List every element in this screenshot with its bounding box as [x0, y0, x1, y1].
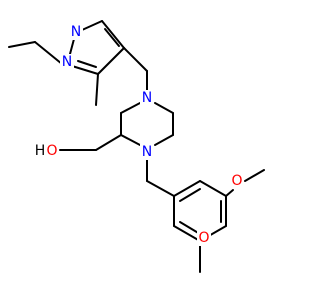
methoxy-o-lower-atom: O	[197, 230, 211, 246]
bond-pyrazole-n2-c3	[81, 20, 103, 31]
pyrazole-n1-atom: N	[60, 54, 74, 70]
bond-pyrazole-c3-c4	[101, 20, 125, 49]
bond-methyl-c5	[95, 73, 99, 106]
methoxy-o-upper-label: O	[231, 173, 242, 189]
pyrazole-n2-label: N	[71, 24, 81, 40]
chemical-structure-diagram: N N N N H O O O	[8, 20, 265, 273]
bond-piperazine-c6-n1	[154, 134, 174, 146]
bond-piperazine-n4-c5	[154, 102, 174, 114]
bond-piperazine-c3-n4	[120, 102, 141, 114]
methoxy-o-lower-label: O	[198, 230, 209, 246]
bond-c2-ch2	[95, 134, 122, 151]
bond-piperazine-n1-c2	[120, 134, 141, 146]
piperazine-n1-label: N	[142, 144, 152, 160]
methoxy-o-upper-atom: O	[230, 173, 244, 189]
bond-benzene-a2-a3	[199, 180, 227, 197]
pyrazole-n2-atom: N	[69, 24, 83, 40]
bond-benzene-a1-a2	[173, 180, 201, 197]
bond-pyrazole-n1-n2	[69, 38, 75, 55]
bond-ethyl-ch2-ch3	[8, 41, 36, 48]
pyrazole-n1-label: N	[62, 54, 72, 70]
bond-benzene-a5-a6	[173, 225, 201, 242]
bond-benzene-inner-3	[179, 221, 201, 235]
piperazine-n4-label: N	[142, 90, 152, 106]
bond-pyrazole-c4-c5	[97, 47, 125, 75]
bond-methoxy-upper-o-ch3	[244, 169, 265, 182]
piperazine-n1-atom: N	[140, 144, 154, 160]
atom-labels: N N N N H O O O	[31, 24, 244, 246]
hydroxyl-h-label: H	[35, 143, 46, 159]
bond-ethyl-n1-ch2	[34, 41, 63, 65]
bond-pyrazole-c3-c4-inner	[104, 28, 120, 47]
bond-benzene-inner-1	[179, 188, 201, 202]
hydroxyl-o-label: O	[46, 143, 57, 159]
bond-pyrazole-ch2	[123, 47, 148, 72]
hydroxyl-group: H O	[31, 142, 59, 159]
bond-benzyl-ch2-ring	[146, 180, 175, 197]
bond-pyrazole-c5-n1	[71, 65, 99, 75]
bond-pyrazole-c5-n1-inner	[77, 60, 97, 68]
piperazine-n4-atom: N	[140, 90, 154, 106]
bond-methoxy-upper-ring-o	[225, 189, 234, 197]
